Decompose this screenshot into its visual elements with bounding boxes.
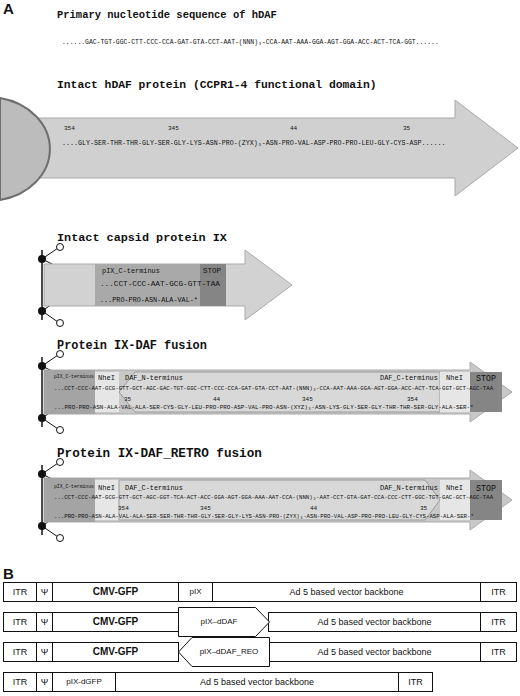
box-label: CMV-GFP (93, 617, 139, 627)
segment-label: DAF_C-terminus (125, 485, 183, 492)
residue-number: 354 (118, 506, 129, 512)
packaging-signal-box: Ψ (36, 672, 53, 692)
protein-sequence: ...PRO-PRO-ASN-ALA-VAL-ALA-SER-SER-THR-T… (54, 514, 474, 520)
box-label: CMV-GFP (93, 587, 139, 597)
protein-arrow (44, 250, 292, 320)
box-label: ITR (13, 648, 28, 657)
protein-sequence: ...PRO-PRO-ASN-ALA-VAL-ALA-SER-CYS-GLY-L… (54, 405, 474, 411)
segment-label: NheI (98, 375, 115, 382)
residue-number: 35 (124, 397, 131, 403)
segment-label: NheI (98, 485, 115, 492)
residue-number: 35 (403, 126, 410, 132)
segment-label: STOP (203, 268, 221, 276)
panel-letter: A (3, 1, 14, 16)
residue-number: 44 (310, 506, 317, 512)
residue-number: 44 (290, 126, 297, 132)
box-label: Ψ (41, 588, 49, 597)
itr-box: ITR (3, 612, 37, 632)
segment-label: pIX_C-terminus (54, 375, 94, 380)
stop-segment (470, 372, 502, 412)
nucleotide-sequence: ...CCT-CCC-AAT-GCG-GTT-GCT-AGC-GAC-TGT-G… (54, 386, 493, 392)
section-title: Protein IX-DAF fusion (57, 341, 207, 353)
panel-letter: B (3, 566, 14, 581)
segment-label: DAF_N-terminus (125, 375, 183, 382)
residue-number: 345 (168, 126, 179, 132)
segment-label: DAF_C-terminus (380, 375, 438, 382)
box-label: Ad 5 based vector backbone (317, 648, 431, 657)
segment-label: pIX_C-terminus (102, 268, 160, 275)
protein-arrow (44, 470, 512, 530)
segment-label: STOP (476, 375, 496, 383)
itr-box: ITR (3, 582, 37, 602)
box-label: ITR (13, 618, 28, 627)
box-label: CMV-GFP (93, 647, 139, 657)
section-title: Primary nucleotide sequence of hDAF (57, 10, 277, 20)
box-label: pIX (189, 588, 201, 596)
box-label: ITR (13, 678, 28, 687)
backbone-box: Ad 5 based vector backbone (115, 672, 399, 692)
residue-number: 35 (420, 506, 427, 512)
box-label: Ψ (41, 618, 49, 627)
residue-number: 345 (200, 506, 211, 512)
box-label: ITR (491, 618, 506, 627)
packaging-signal-box: Ψ (36, 642, 53, 662)
box-label: ITR (13, 588, 28, 597)
gene-box: pIX (178, 582, 213, 602)
box-label: pIX–dDAF (201, 618, 238, 626)
segment-label: DAF_N-terminus (380, 485, 438, 492)
section-title: Protein IX-DAF_RETRO fusion (57, 448, 262, 461)
backbone-box: Ad 5 based vector backbone (268, 612, 481, 632)
backbone-box: Ad 5 based vector backbone (212, 582, 481, 602)
box-label: Ad 5 based vector backbone (200, 678, 314, 687)
itr-box: ITR (480, 612, 517, 632)
box-label: pIX–dDAF_REO (200, 648, 259, 656)
expression-cassette-box: CMV-GFP (52, 612, 179, 632)
itr-box: ITR (398, 672, 433, 692)
segment-label: NheI (446, 485, 463, 492)
itr-box: ITR (3, 642, 37, 662)
box-label: ITR (408, 678, 423, 687)
expression-cassette-box: CMV-GFP (52, 582, 179, 602)
box-label: ITR (491, 648, 506, 657)
box-label: Ad 5 based vector backbone (317, 618, 431, 627)
backbone-box: Ad 5 based vector backbone (268, 642, 481, 662)
residue-number: 354 (407, 397, 418, 403)
packaging-signal-box: Ψ (36, 582, 53, 602)
residue-number: 345 (302, 397, 313, 403)
box-label: Ψ (41, 678, 49, 687)
section-title: Intact hDAF protein (CCPR1-4 functional … (57, 80, 377, 91)
box-label: Ad 5 based vector backbone (289, 588, 403, 597)
expression-cassette-box: CMV-GFP (52, 642, 179, 662)
segment-label: pIX_C-terminus (54, 485, 94, 490)
fusion-gene-arrow: pIX–dDAF_REO (178, 637, 270, 667)
packaging-signal-box: Ψ (36, 612, 53, 632)
membrane-anchor (0, 98, 50, 200)
nucleotide-sequence: ...CCT-CCC-AAT-GCG-GTT-TAA (100, 281, 220, 289)
section-title: Intact capsid protein IX (57, 233, 227, 245)
box-label: ITR (491, 588, 506, 597)
protein-sequence: ....GLY-SER-THR-THR-GLY-SER-GLY-LYS-ASN-… (62, 140, 445, 147)
segment-label: STOP (476, 485, 496, 493)
box-label: pIX-dGFP (66, 678, 102, 686)
segment-label: NheI (446, 375, 463, 382)
protein-arrow (30, 100, 518, 196)
fusion-gene-arrow: pIX–dDAF (178, 607, 270, 637)
nucleotide-sequence: ...CCT-CCC-AAT-GCG-GTT-GCT-AGC-GGT-TCA-A… (54, 495, 493, 501)
residue-number: 354 (64, 126, 75, 132)
residue-number: 44 (213, 397, 220, 403)
protein-sequence: ...PRO-PRO-ASN-ALA-VAL-* (100, 297, 198, 304)
itr-box: ITR (480, 642, 517, 662)
gene-box: pIX-dGFP (52, 672, 116, 692)
itr-box: ITR (3, 672, 37, 692)
itr-box: ITR (480, 582, 517, 602)
protein-arrow (44, 362, 512, 422)
box-label: Ψ (41, 648, 49, 657)
nucleotide-sequence: ......GAC-TGT-GGC-CTT-CCC-CCA-GAT-GTA-CC… (62, 40, 439, 46)
